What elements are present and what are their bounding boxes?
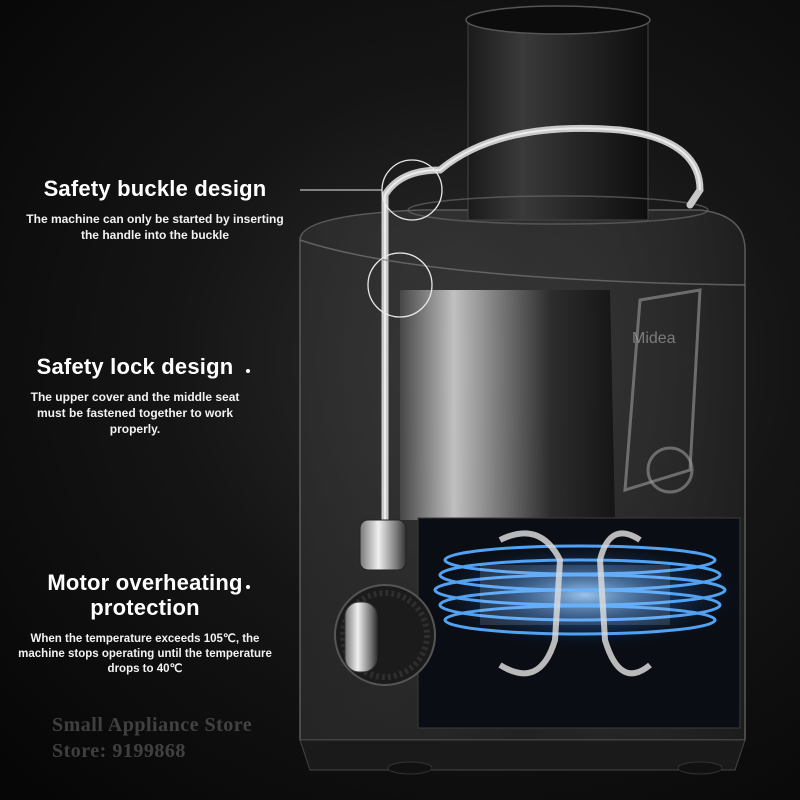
feed-chute bbox=[467, 19, 649, 221]
lock-knob bbox=[359, 519, 407, 571]
feature-title: Motor overheating protection bbox=[47, 570, 243, 620]
watermark-line: Store: 9199868 bbox=[52, 740, 186, 762]
chute-top bbox=[465, 5, 651, 35]
feature-title: Safety lock design bbox=[36, 354, 234, 379]
feature-safety-lock: Safety lock design The upper cover and t… bbox=[15, 354, 255, 437]
watermark-line: Small Appliance Store bbox=[52, 714, 253, 736]
feature-safety-buckle: Safety buckle design The machine can onl… bbox=[25, 176, 285, 243]
callout-circle-lock bbox=[367, 252, 433, 318]
feature-description: When the temperature exceeds 105℃, the m… bbox=[18, 633, 272, 675]
watermark: Small Appliance Store Store: 9199868 bbox=[52, 712, 252, 764]
feature-motor-protection: Motor overheating protection When the te… bbox=[10, 570, 280, 677]
heat-rings bbox=[433, 544, 727, 636]
brand-logo: Midea bbox=[632, 330, 676, 347]
motor-rotor bbox=[498, 530, 652, 677]
feature-description: The machine can only be started by inser… bbox=[26, 212, 284, 242]
feature-title: Safety buckle design bbox=[43, 176, 267, 201]
feature-description: The upper cover and the middle seat must… bbox=[30, 390, 240, 436]
metal-body bbox=[400, 290, 615, 520]
